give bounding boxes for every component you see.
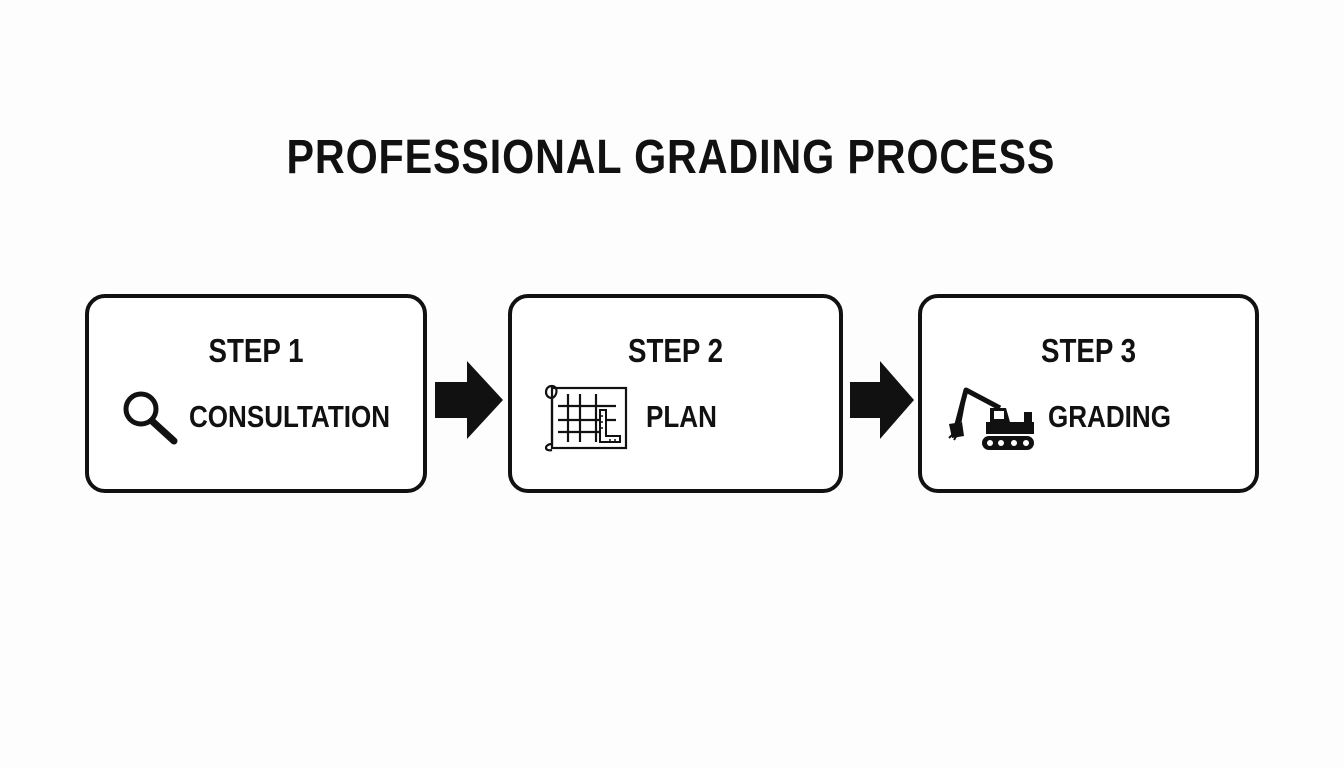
right-arrow-icon — [435, 361, 503, 439]
step-1-label: STEP 1 — [208, 332, 304, 369]
blueprint-icon — [544, 384, 628, 452]
step-3-name: GRADING — [1048, 399, 1171, 434]
step-1-card: STEP 1 CONSULTATION — [85, 294, 427, 493]
step-3-card: STEP 3 GRADING — [918, 294, 1259, 493]
excavator-icon — [948, 387, 1034, 450]
step-3-label: STEP 3 — [1040, 332, 1137, 369]
magnifying-glass-icon — [123, 391, 178, 445]
diagram-title: PROFESSIONAL GRADING PROCESS — [286, 131, 1056, 184]
step-2-name: PLAN — [646, 399, 717, 434]
step-2-card: STEP 2 PLAN — [508, 294, 843, 493]
right-arrow-icon — [850, 361, 914, 439]
step-2-label: STEP 2 — [627, 332, 724, 369]
step-1-name: CONSULTATION — [189, 399, 391, 434]
